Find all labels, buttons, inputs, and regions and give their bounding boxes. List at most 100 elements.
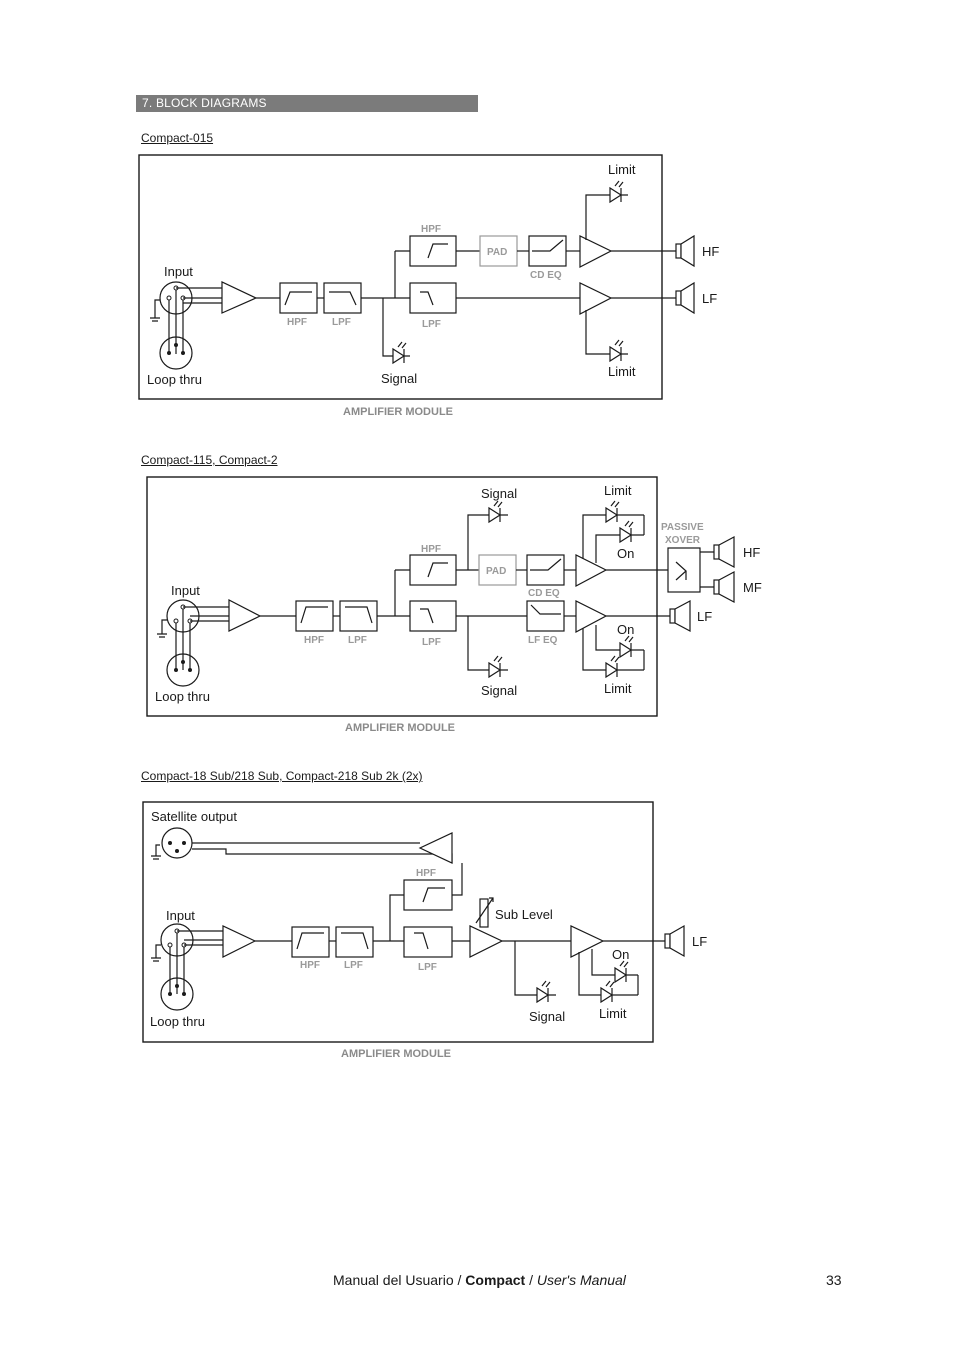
limit-led-lf <box>605 655 644 679</box>
lf-speaker-icon <box>664 924 685 958</box>
signal-bottom-label: Signal <box>481 683 517 698</box>
signal-led <box>392 341 410 365</box>
input-label: Input <box>166 908 195 923</box>
lpf-lf-label: LPF <box>422 637 441 648</box>
hpf-label: HPF <box>304 635 324 646</box>
lpf-sub-filter <box>403 926 453 958</box>
loop-thru-label: Loop thru <box>150 1014 205 1029</box>
lf-speaker-icon <box>675 281 695 315</box>
loop-thru-connector <box>159 336 193 370</box>
loop-thru-label: Loop thru <box>147 372 202 387</box>
limit-hf-label: Limit <box>608 162 636 177</box>
diagram-title-compact-015: Compact-015 <box>141 131 214 145</box>
sub-level-label: Sub Level <box>495 907 553 922</box>
signal-label: Signal <box>529 1009 565 1024</box>
lpf-sub-label: LPF <box>418 962 437 973</box>
satellite-output-label: Satellite output <box>151 809 237 824</box>
mf-output-label: MF <box>743 580 762 595</box>
limit-lf-label: Limit <box>608 364 636 379</box>
module-frame <box>146 476 658 717</box>
hpf-filter <box>279 282 318 314</box>
lf-amplifier <box>575 600 608 633</box>
lpf-filter <box>323 282 362 314</box>
footer-sep: / <box>525 1272 537 1288</box>
hf-speaker-icon <box>713 536 735 568</box>
hf-speaker-icon <box>675 234 695 268</box>
mf-speaker-icon <box>713 571 735 603</box>
hpf-hf-label: HPF <box>421 224 441 235</box>
hpf-hf-filter <box>409 235 457 267</box>
on-top-label: On <box>617 546 634 561</box>
hpf-hf-label: HPF <box>421 544 441 555</box>
hpf-filter <box>291 926 330 958</box>
input-connector <box>157 599 229 670</box>
hpf-label: HPF <box>300 960 320 971</box>
hpf-label: HPF <box>287 317 307 328</box>
on-bottom-label: On <box>617 622 634 637</box>
pad-label: PAD <box>486 566 506 577</box>
pad-label: PAD <box>487 247 507 258</box>
footer-bold: Compact <box>465 1272 526 1288</box>
footer-regular: Manual del Usuario / <box>333 1272 466 1288</box>
lf-output-label: LF <box>697 609 712 624</box>
on-label: On <box>612 947 629 962</box>
amplifier-module-label: AMPLIFIER MODULE <box>341 1048 451 1060</box>
on-led <box>614 960 639 995</box>
hpf-sat-filter <box>403 879 453 911</box>
input-amplifier <box>222 925 257 958</box>
loop-thru-label: Loop thru <box>155 689 210 704</box>
lpf-lf-filter <box>409 600 457 632</box>
input-amplifier <box>228 599 262 632</box>
limit-top-label: Limit <box>604 483 632 498</box>
sub-level-knob-icon[interactable] <box>475 897 494 928</box>
hf-amplifier <box>575 554 608 587</box>
hpf-hf-filter <box>409 554 457 586</box>
diagram-title-compact-18-sub: Compact-18 Sub/218 Sub, Compact-218 Sub … <box>141 769 423 783</box>
footer-title: Manual del Usuario / Compact / User's Ma… <box>333 1272 626 1288</box>
signal-led <box>536 980 556 1004</box>
hf-amplifier <box>579 235 613 268</box>
lpf-lf-filter <box>409 282 457 314</box>
sub-level-amplifier <box>469 925 504 958</box>
footer-italic: User's Manual <box>536 1272 626 1288</box>
passive-xover-block <box>667 547 714 593</box>
hf-output-label: HF <box>702 244 719 259</box>
pad-block <box>478 554 517 586</box>
limit-led-hf <box>609 180 628 204</box>
signal-label: Signal <box>381 371 417 386</box>
input-label: Input <box>164 264 193 279</box>
lf-output-label: LF <box>702 291 717 306</box>
lpf-lf-label: LPF <box>422 319 441 330</box>
signal-led-bottom <box>488 655 508 679</box>
satellite-amplifier <box>418 832 453 864</box>
lpf-label: LPF <box>348 635 367 646</box>
module-frame <box>138 154 663 400</box>
amplifier-module-label: AMPLIFIER MODULE <box>345 722 455 734</box>
input-amplifier <box>221 281 258 314</box>
signal-led-top <box>488 500 508 524</box>
lf-eq-label: LF EQ <box>528 635 558 646</box>
input-connector <box>150 281 222 354</box>
block-diagram-compact-015: Input Loop thru HPF LPF Signal HPF PAD C… <box>138 154 719 418</box>
lpf-filter <box>339 600 378 632</box>
hpf-sat-label: HPF <box>416 868 436 879</box>
lf-eq-block <box>526 600 565 632</box>
lf-output-label: LF <box>692 934 707 949</box>
sub-amplifier <box>570 925 605 958</box>
limit-led-lf <box>609 339 628 363</box>
hpf-filter <box>295 600 334 632</box>
lf-amplifier <box>579 282 613 315</box>
block-diagram-compact-18-sub: Satellite output Input Loop thru HPF LPF… <box>142 801 707 1060</box>
lf-speaker-icon <box>669 600 691 632</box>
cd-eq-block <box>526 554 565 586</box>
lpf-label: LPF <box>332 317 351 328</box>
page-number: 33 <box>826 1272 842 1288</box>
amplifier-module-label: AMPLIFIER MODULE <box>343 406 453 418</box>
limit-bottom-label: Limit <box>604 681 632 696</box>
cd-eq-label: CD EQ <box>530 270 562 281</box>
on-led-hf <box>619 515 645 544</box>
input-connector <box>151 923 223 994</box>
passive-label: PASSIVE <box>661 522 704 533</box>
lpf-filter <box>335 926 374 958</box>
module-frame <box>142 801 654 1043</box>
